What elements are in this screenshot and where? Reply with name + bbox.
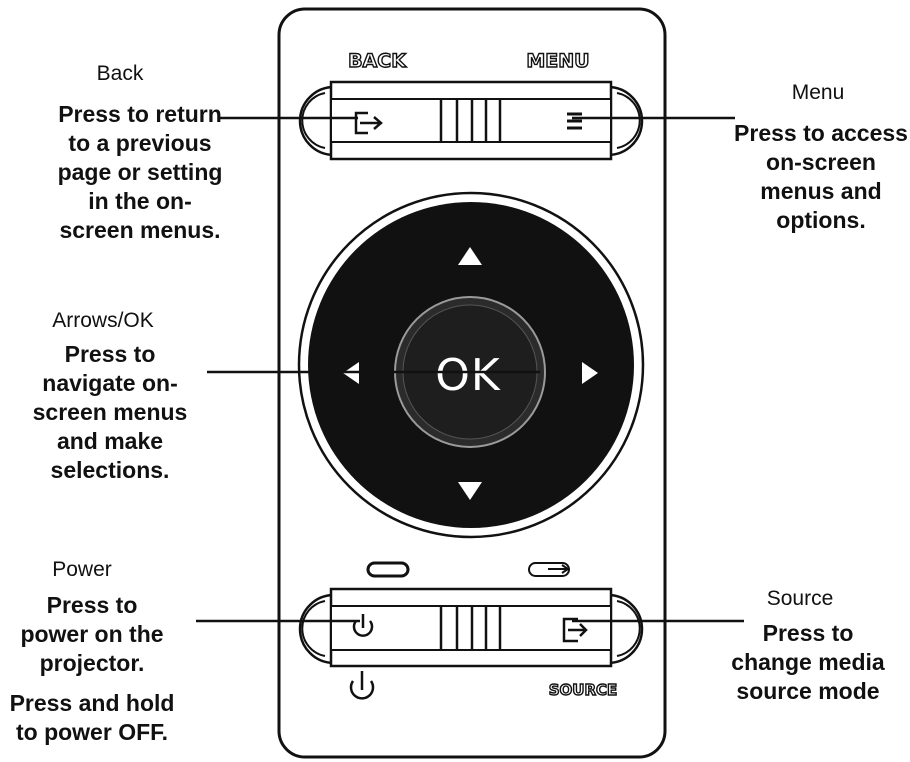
back-callout-title: Back [97,62,144,85]
power-callout: Power Press to power on the projector. P… [10,558,175,745]
power-callout-extra-1: Press and hold [10,690,175,716]
menu-lines-icon[interactable] [567,112,582,130]
power-symbol-icon [349,671,375,700]
source-callout: Source Press to change media source mode [731,587,885,704]
up-arrow-icon[interactable] [458,247,482,265]
power-callout-line-1: Press to [47,592,138,618]
source-input-icon[interactable] [562,617,588,643]
down-arrow-icon[interactable] [458,482,482,500]
back-callout-line-4: in the on- [88,188,191,214]
source-callout-line-2: change media [731,649,885,675]
source-callout-line-1: Press to [763,620,854,646]
back-callout-line-1: Press to return [58,101,222,127]
back-callout-line-5: screen menus. [59,217,220,243]
rocker-grip [439,606,502,650]
menu-callout-line-4: options. [776,207,865,233]
back-callout-line-3: page or setting [58,159,223,185]
menu-callout-title: Menu [792,81,845,104]
arrows-ok-callout-line-4: and make [57,428,163,454]
menu-callout-line-2: on-screen [766,149,876,175]
arrows-ok-callout-line-3: screen menus [33,399,188,425]
source-callout-title: Source [767,587,834,610]
arrows-ok-callout-title: Arrows/OK [52,309,154,332]
power-callout-line-2: power on the [20,621,163,647]
power-source-rocker[interactable] [298,587,644,668]
power-callout-line-3: projector. [40,650,145,676]
source-label: SOURCE [549,681,618,699]
back-arrow-icon[interactable] [354,111,383,135]
power-callout-extra-2: to power OFF. [16,719,168,745]
arrows-ok-callout-line-2: navigate on- [42,370,177,396]
arrows-ok-callout-line-5: selections. [51,457,170,483]
right-arrow-icon[interactable] [582,362,598,384]
back-callout-line-2: to a previous [68,130,211,156]
back-label: BACK [348,50,407,72]
source-callout-line-3: source mode [736,678,879,704]
back-menu-rocker[interactable] [298,80,644,161]
arrows-ok-callout-line-1: Press to [65,341,156,367]
power-callout-title: Power [52,558,112,581]
power-indicator-icon [366,561,410,578]
source-indicator-icon [528,562,570,577]
menu-callout-line-3: menus and [760,178,881,204]
ok-label: OK [435,350,501,401]
menu-callout-line-1: Press to access [734,120,908,146]
power-icon[interactable] [352,614,374,637]
menu-callout: Menu Press to access on-screen menus and… [734,81,908,233]
rocker-grip [439,99,502,142]
arrows-ok-callout: Arrows/OK Press to navigate on- screen m… [33,309,188,483]
menu-label: MENU [526,50,589,72]
back-callout: Back Press to return to a previous page … [58,62,223,243]
